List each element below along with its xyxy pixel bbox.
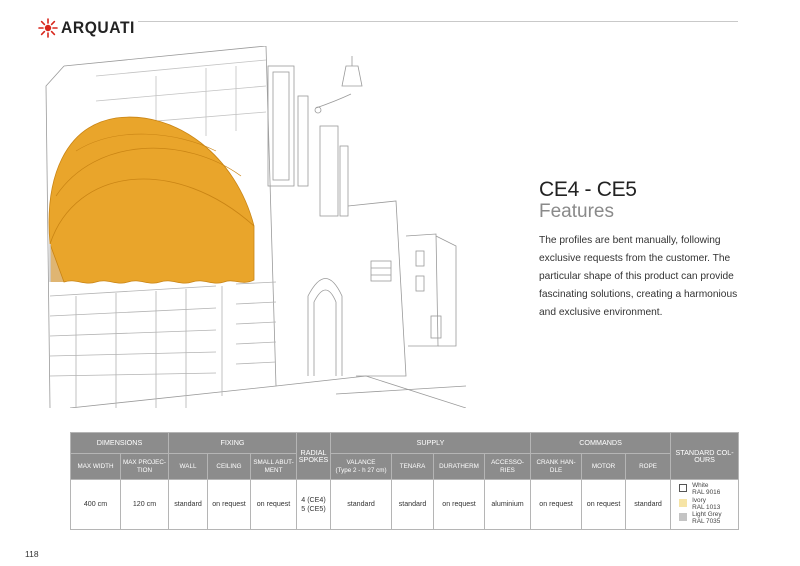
ivory-swatch-icon [679,498,688,507]
header-tenara: TENARA [391,453,435,480]
header-supply: SUPPLY [330,432,532,454]
header-fixing: FIXING [167,432,298,454]
header-duratherm: DURATHERM [433,453,486,480]
cell-radial-spokes-ce4: 4 (CE4) [301,496,326,504]
cell-duratherm: on request [433,479,486,530]
swatch-ivory-name: Ivory [692,496,706,504]
light-grey-swatch-icon [679,513,688,522]
swatch-light-grey-code: RAL 7035 [692,518,721,526]
header-wall: WALL [168,453,208,480]
white-swatch-icon [679,484,688,493]
cell-max-projection: 120 cm [120,479,169,530]
header-ceiling: CEILING [207,453,251,480]
page-number: 118 [25,549,39,559]
cell-accessories: aluminium [484,479,532,530]
sun-logo-icon [38,18,58,38]
header-divider [138,21,738,22]
swatch-white-name: White [692,482,709,490]
header-crank-handle: CRANK HAN-DLE [530,453,583,480]
header-motor: MOTOR [581,453,627,480]
cell-crank-handle: on request [530,479,583,530]
cell-radial-spokes-ce5: 5 (CE5) [301,504,326,513]
product-title: CE4 - CE5 [539,178,637,201]
header-max-projection: MAX PROJEC-TION [120,453,169,480]
swatch-light-grey-name: Light Grey [692,511,722,519]
swatch-white: White RAL 9016 [679,482,737,497]
brand-logo: ARQUATI [38,17,141,39]
header-accessories: ACCESSO-RIES [484,453,532,480]
cell-tenara: standard [391,479,435,530]
swatch-light-grey: Light Grey RAL 7035 [679,511,737,526]
cell-rope: standard [625,479,672,530]
cell-ceiling: on request [207,479,251,530]
product-subtitle: Features [539,201,614,222]
table-row: 400 cm 120 cm standard on request on req… [70,479,740,530]
header-small-abutment: SMALL ABUT-MENT [249,453,298,480]
header-rope: ROPE [625,453,672,480]
header-dimensions: DIMENSIONS [70,432,169,454]
brand-name: ARQUATI [61,18,135,37]
cell-max-width: 400 cm [70,479,121,530]
header-valance-label: VALANCE [346,459,376,466]
header-commands: COMMANDS [530,432,672,454]
swatch-ivory-code: RAL 1013 [692,503,721,511]
swatch-ivory: Ivory RAL 1013 [679,496,737,512]
awning-street-illustration [45,46,466,408]
specifications-table: DIMENSIONS FIXING RADIAL SPOKES SUPPLY C… [70,432,740,530]
cell-wall: standard [168,479,208,530]
cell-radial-spokes: 4 (CE4) 5 (CE5) [296,479,332,530]
header-max-width: MAX WIDTH [70,453,121,480]
cell-motor: on request [581,479,627,530]
swatch-white-code: RAL 9016 [692,488,721,496]
orange-awning [48,116,255,284]
cell-small-abutment: on request [249,479,298,530]
header-valance-note: (Type 2 - h 27 cm) [335,466,387,474]
header-standard-colours: STANDARD COL-OURS [670,432,740,480]
header-valance: VALANCE (Type 2 - h 27 cm) [330,453,393,480]
header-radial-spokes: RADIAL SPOKES [296,432,332,480]
product-description: The profiles are bent manually, followin… [539,235,738,318]
cell-standard-colours: White RAL 9016 Ivory RAL 1013 Light Grey [670,479,740,530]
cell-valance: standard [330,479,393,530]
